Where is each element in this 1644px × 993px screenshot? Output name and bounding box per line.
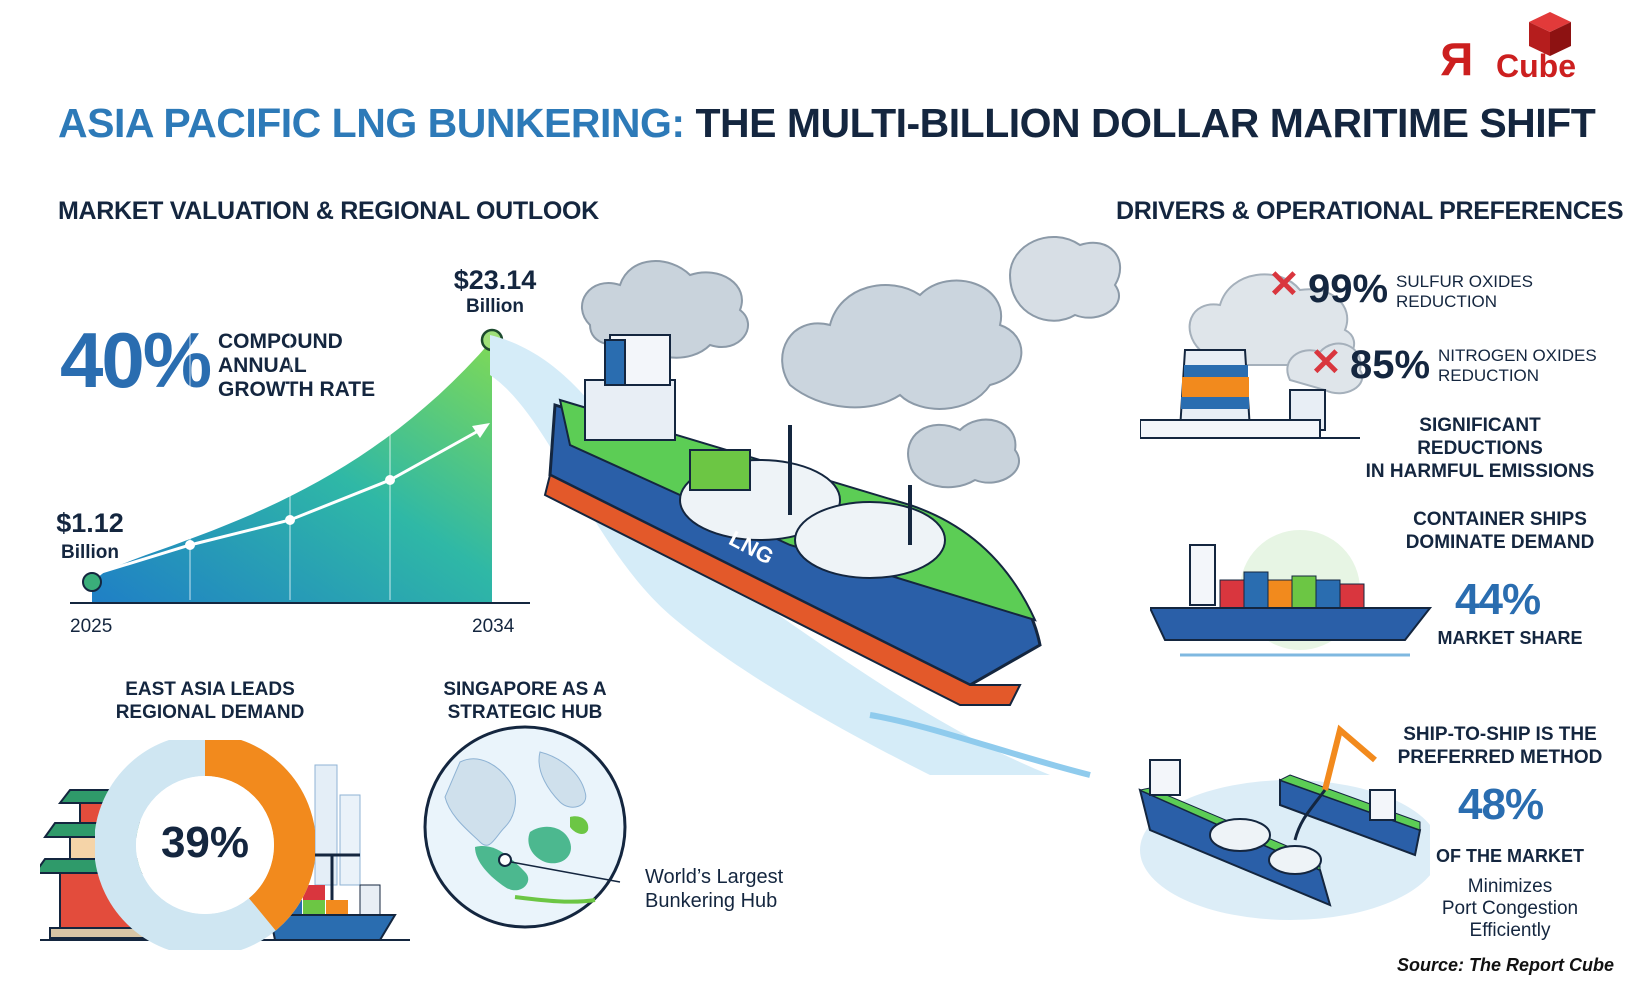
end-year: 2034 — [472, 616, 515, 637]
growth-area — [92, 340, 492, 603]
logo-text: Cube — [1496, 48, 1576, 84]
east-asia-value: 39% — [160, 818, 250, 867]
growth-chart — [70, 320, 530, 604]
right-section-title: DRIVERS & OPERATIONAL PREFERENCES — [1116, 197, 1624, 225]
start-point — [82, 572, 102, 592]
singapore-map — [423, 725, 627, 929]
ship-to-ship-illustration — [1138, 724, 1430, 920]
page-title: ASIA PACIFIC LNG BUNKERING: THE MULTI-BI… — [58, 100, 1596, 147]
sox-x-icon: ✕ — [1268, 264, 1300, 306]
logo-letter: R — [1440, 33, 1474, 85]
east-asia-donut — [95, 740, 315, 950]
container-label: MARKET SHARE — [1437, 628, 1583, 648]
end-unit: Billion — [465, 296, 525, 317]
nox-value: 85% — [1350, 343, 1431, 387]
east-asia-share-arc — [95, 740, 315, 950]
sts-label: OF THE MARKET — [1436, 846, 1584, 866]
start-unit: Billion — [60, 542, 120, 563]
page-title-accent: ASIA PACIFIC LNG BUNKERING: — [58, 100, 685, 146]
nox-x-icon: ✕ — [1310, 342, 1342, 384]
sts-value: 48% — [1458, 780, 1544, 829]
lng-ship-illustration — [490, 235, 1121, 778]
sox-value: 99% — [1308, 267, 1389, 311]
end-value: $23.14 — [453, 265, 537, 295]
start-value: $1.12 — [56, 508, 124, 538]
cagr-value: 40% — [60, 316, 212, 404]
source-credit: Source: The Report Cube — [1396, 955, 1614, 975]
left-section-title: MARKET VALUATION & REGIONAL OUTLOOK — [58, 197, 599, 225]
page-title-rest: THE MULTI-BILLION DOLLAR MARITIME SHIFT — [684, 100, 1596, 146]
cagr-label: COMPOUND ANNUAL GROWTH RATE — [218, 330, 376, 401]
start-year: 2025 — [70, 616, 113, 637]
cube-icon — [1529, 12, 1571, 56]
container-value: 44% — [1455, 575, 1541, 624]
container-ship-illustration — [1150, 530, 1433, 657]
factory-smoke-illustration — [1140, 273, 1364, 439]
brand-logo: R Cube — [1430, 10, 1630, 90]
